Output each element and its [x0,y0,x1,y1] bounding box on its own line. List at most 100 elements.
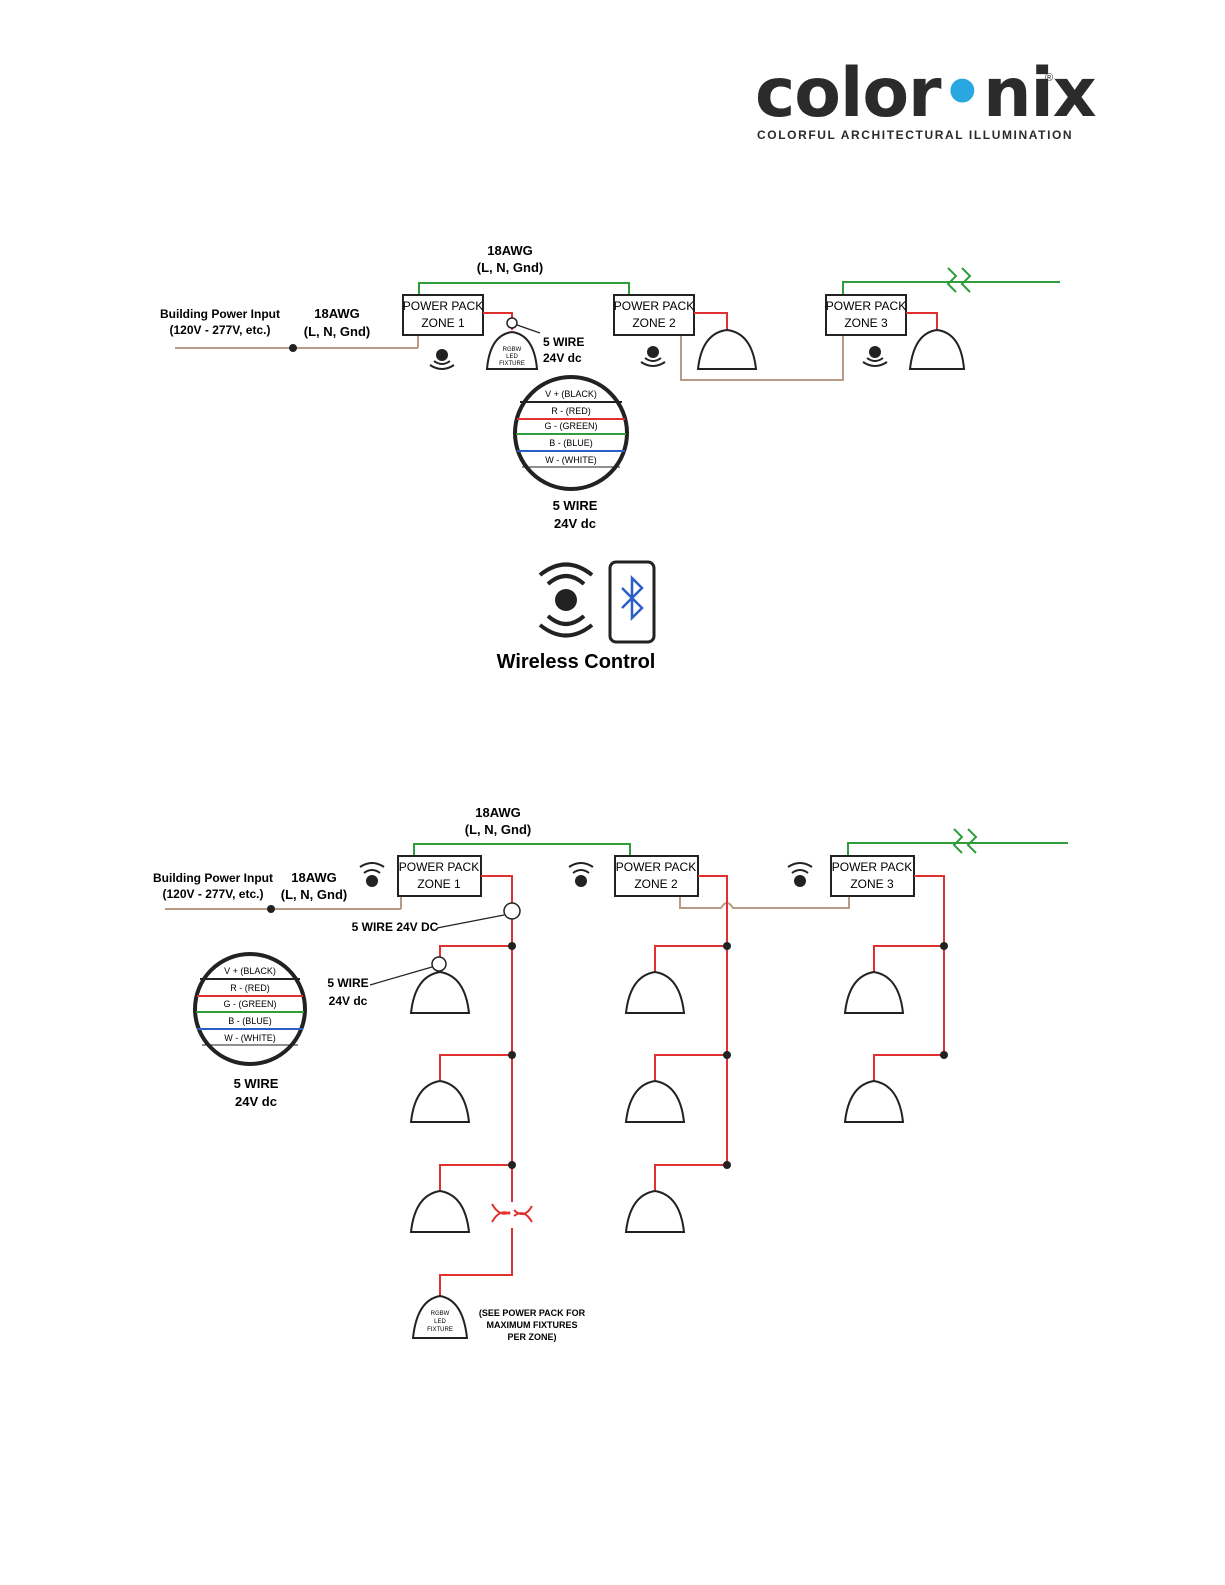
cable-legend-item: G - (GREEN) [545,421,598,431]
wire-callout-circle [431,956,447,972]
power-pack-zone-2 [613,294,695,336]
top-wire-label: (L, N, Gnd) [477,260,543,275]
callout-leader [369,966,433,986]
building-power-label: (120V - 277V, etc.) [163,887,264,901]
junction-dot [508,1161,516,1169]
fixture-branch [873,1054,944,1083]
wireless-icon [429,349,455,370]
building-power-label: Building Power Input [160,307,280,321]
led-fixture [843,970,905,1014]
logo-dot: • [940,54,984,133]
wireless-control-label: Wireless Control [497,651,656,673]
cable-cross-section: V + (BLACK) R - (RED) G - (GREEN) B - (B… [513,375,629,491]
power-pack-zone-1 [402,294,484,336]
pack-label: POWER PACK [826,299,906,313]
fixture-wire [694,312,728,330]
top-wire-label: (L, N, Gnd) [465,822,531,837]
junction-dot [723,942,731,950]
pack-label: ZONE 2 [632,316,676,330]
wireless-icon [640,346,666,367]
zone1-fixture-run [439,875,513,1297]
fixture-label: FIXTURE [427,1327,453,1333]
coloronix-logo: color•nix ® COLORFUL ARCHITECTURAL ILLUM… [755,60,1097,148]
led-fixture [908,328,966,370]
zone3-fixture-run [914,875,945,1055]
led-fixture [696,328,758,370]
callout-leader [516,324,541,334]
cable-legend-item: B - (BLUE) [228,1016,272,1026]
junction-dot [267,905,275,913]
pack-label: POWER PACK [399,860,479,874]
input-wire-label: 18AWG [314,306,360,321]
junction-dot [508,1051,516,1059]
pack-label: ZONE 1 [421,316,465,330]
building-power-label: (120V - 277V, etc.) [170,323,271,337]
wire-callout-circle [503,902,521,920]
logo-tagline: COLORFUL ARCHITECTURAL ILLUMINATION [757,128,1074,142]
fixture-label: LED [506,354,518,360]
led-fixture [624,1189,686,1233]
zone2-fixture-run [698,875,728,1165]
pack-label: ZONE 1 [417,877,461,891]
junction-dot [723,1051,731,1059]
cable-caption: 5 WIRE [234,1076,279,1091]
registered-mark: ® [1045,72,1054,84]
five-wire-label: 5 WIRE [543,335,584,349]
wireless-icon [359,862,385,887]
wireless-control: Wireless Control [497,560,656,673]
pack-label: ZONE 2 [634,877,678,891]
fixture-branch [654,945,727,975]
pack-label: POWER PACK [614,299,694,313]
rgbw-led-fixture [411,1294,469,1339]
zone2-zone3-feed-wire [679,896,850,909]
led-fixture [624,1079,686,1123]
zone2-zone3-feed-wire [680,335,844,381]
max-fixtures-note: (SEE POWER PACK FOR [479,1308,586,1318]
diagram-1: POWER PACK ZONE 1 POWER PACK ZONE 2 POWE… [160,243,1060,531]
power-pack-zone-1 [397,855,482,897]
break-symbol [946,267,972,293]
logo-word-part: color [755,54,942,133]
junction-dot [289,344,297,352]
pack-label: ZONE 3 [844,316,888,330]
pack-label: ZONE 3 [850,877,894,891]
top-wire-label: 18AWG [487,243,533,258]
smartphone-bluetooth-icon [608,560,656,644]
fixture-label: FIXTURE [499,361,525,367]
cable-cross-section: V + (BLACK) R - (RED) G - (GREEN) B - (B… [193,952,307,1066]
five-wire-label: 24V dc [543,351,582,365]
led-fixture [409,1079,471,1123]
input-wire-label: 18AWG [291,870,337,885]
fixture-branch [873,945,944,975]
fixture-branch [439,945,512,975]
cable-legend-item: B - (BLUE) [549,438,593,448]
fixture-branch [654,1164,727,1193]
pack-label: POWER PACK [616,860,696,874]
cable-legend-item: V + (BLACK) [545,389,597,399]
five-wire-label: 5 WIRE [327,976,368,990]
break-symbol [491,1205,533,1223]
cable-caption: 5 WIRE [553,498,598,513]
zone-link-green-wire [413,843,631,856]
junction-dot [723,1161,731,1169]
break-symbol [952,828,978,854]
pack-label: POWER PACK [832,860,912,874]
fixture-label: RGBW [431,1311,450,1317]
led-fixture [409,1189,471,1233]
logo-wordmark: color•nix [755,60,1097,128]
input-wire-label: (L, N, Gnd) [281,887,347,902]
max-fixtures-note: PER ZONE) [507,1332,556,1342]
power-pack-zone-3 [830,855,915,897]
fixture-label: RGBW [503,347,522,353]
power-pack-zone-3 [825,294,907,336]
fixture-branch [654,1054,727,1083]
wire-callout-circle [506,317,518,329]
logo-word-part: nix [983,54,1097,133]
wireless-icon [862,346,888,367]
top-wire-label: 18AWG [475,805,521,820]
zone-link-green-wire [418,282,630,295]
cable-caption: 24V dc [554,516,596,531]
five-wire-label: 24V dc [329,994,368,1008]
pack-label: POWER PACK [403,299,483,313]
